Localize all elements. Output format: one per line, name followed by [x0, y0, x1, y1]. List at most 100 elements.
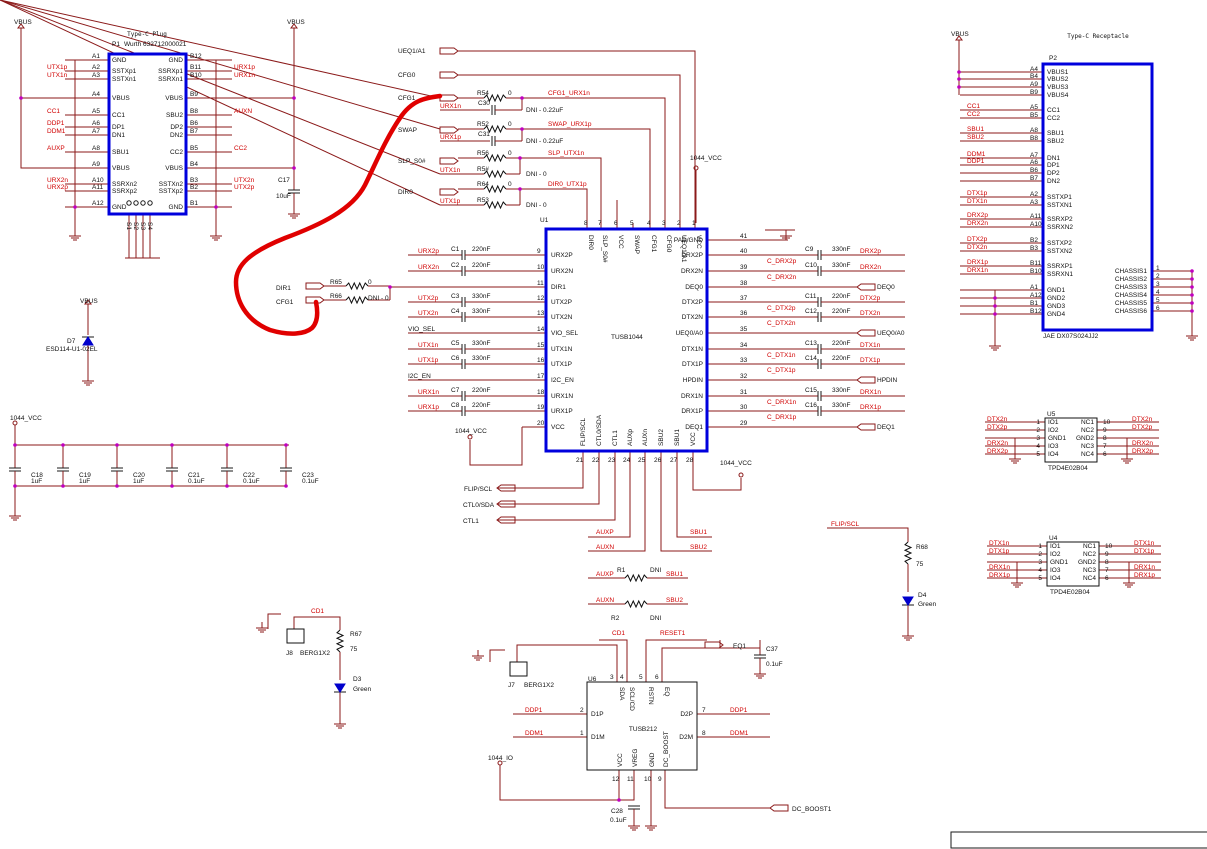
wire [74, 59, 109, 230]
junction-dot [1190, 309, 1194, 313]
receptacle-pin-number: A11 [1030, 213, 1041, 220]
u1-cnet-label: C_DTX1n [767, 352, 796, 359]
tusb1044-body [544, 227, 709, 453]
wire [676, 475, 712, 538]
strap-res-val: 0 [508, 150, 512, 157]
u5-pin-name: IO3 [1048, 443, 1059, 450]
junction-dot [520, 127, 524, 131]
junction-dot [61, 443, 65, 447]
u1-pin-name: CFG0 [665, 235, 672, 253]
u4-net-label: DRX1p [989, 572, 1010, 579]
flip-led-net: FLIP/SCL [831, 521, 860, 528]
strap-res-val: 0 [508, 181, 512, 188]
u4-pin-number: 5 [1038, 575, 1042, 582]
u1-pin-name: DTX1P [682, 361, 703, 368]
led-d3-ref: D3 [353, 676, 362, 683]
junction-dot [518, 187, 522, 191]
u5-pin-number: 9 [1103, 427, 1107, 434]
strap-cap-ref: C31 [478, 131, 490, 138]
plug-pin-name: SSTXp2 [159, 188, 184, 195]
receptacle-net-label: DTX1p [967, 190, 988, 197]
u1-net-label: DRX1n [860, 389, 881, 396]
plug-net-label: URX1n [234, 72, 255, 79]
dir-res-ref: R66 [330, 293, 342, 300]
u1-net-label: VIO_SEL [408, 326, 435, 333]
plug-pin-number: A5 [92, 108, 100, 115]
u1-aux-net: SBU1 [690, 529, 707, 536]
u4-pin-number: 6 [1105, 575, 1109, 582]
decoupling-cap-val: 0.1uF [302, 478, 319, 485]
strap-port-label: SLP_S0# [398, 158, 426, 165]
receptacle-pin-number: A5 [1030, 104, 1038, 111]
tusb1044-part: TUSB1044 [611, 334, 643, 341]
wire [664, 787, 770, 809]
u4-pin-number: 3 [1038, 559, 1042, 566]
u4-ref: U4 [1049, 535, 1058, 542]
j8-part: BERG1X2 [300, 650, 330, 657]
u1-pin-name: SBU1 [674, 429, 681, 446]
u1-pin-name: AUXp [627, 429, 634, 446]
u6-pin-name: SCL/CD [628, 687, 635, 711]
wire [497, 475, 600, 505]
receptacle-pin-number: B1 [1030, 300, 1038, 307]
u4-pin-name: IO1 [1050, 543, 1061, 550]
net-port [496, 500, 516, 508]
u1-port-label: DEQ0 [877, 284, 895, 291]
u1-net-label: URX1n [418, 389, 439, 396]
u1-pin-number: 1 [692, 220, 696, 227]
u4-pin-name: IO2 [1050, 551, 1061, 558]
wire [540, 157, 602, 223]
u1-pin-number: 35 [740, 326, 748, 333]
junction-dot [115, 484, 119, 488]
plug-pin-number: A12 [92, 200, 104, 207]
resistor [335, 629, 345, 653]
flip-led-res-ref: R68 [916, 544, 928, 551]
u4-pin-name: IO3 [1050, 567, 1061, 574]
net-port [439, 188, 459, 196]
wire [540, 97, 666, 223]
chassis-pin-number: 4 [1156, 289, 1160, 296]
plug-pin-number: A4 [92, 91, 100, 98]
plug-pin-name: CC1 [112, 112, 125, 119]
receptacle-net-label: DDM1 [967, 151, 986, 158]
decoupling-cap-ref: C21 [188, 472, 200, 479]
u1-aux-net: SBU2 [690, 544, 707, 551]
u1-pin-name: DIR0 [587, 235, 594, 250]
resistor [483, 124, 507, 134]
u1-pin-number: 11 [537, 280, 544, 287]
u4-net-label: DRX1n [1134, 564, 1155, 571]
resistor [624, 573, 648, 583]
plug-pin-number: A9 [92, 161, 100, 168]
u6-pin-number: 5 [639, 674, 643, 681]
u6-pin-number: 12 [612, 776, 620, 783]
u1-pin-name: VCC [551, 424, 565, 431]
u5-pin-number: 1 [1036, 419, 1040, 426]
plug-pin-number: A7 [92, 128, 100, 135]
aux-res-val: DNI [650, 615, 661, 622]
dir-port-label: CFG1 [276, 299, 294, 306]
plug-pin-name: DP1 [112, 124, 125, 131]
junction-dot [993, 296, 997, 300]
u6-pin-name: DC_BOOST [663, 731, 670, 767]
receptacle-pin-name: SSTXP1 [1047, 194, 1072, 201]
u1-cap-val: 220nF [472, 246, 490, 253]
u1-net-label: DRX2p [860, 248, 881, 255]
plug-pin-name: SSRXn2 [112, 181, 137, 188]
u6-pin-number: 1 [580, 730, 584, 737]
net-port [305, 296, 325, 304]
decoupling-cap-val: 0.1uF [188, 478, 205, 485]
plug-pin-name: GND [169, 204, 184, 211]
esd-vbus-label: VBUS [80, 298, 98, 305]
u4-pin-number: 4 [1038, 567, 1042, 574]
u6-pin-name: RSTN [647, 687, 654, 705]
plug-net-label: CC1 [47, 108, 60, 115]
plug-pin-name: SSTXn1 [112, 76, 137, 83]
j8-res-val: 75 [350, 646, 358, 653]
wire [458, 50, 696, 223]
j8-connector [286, 628, 305, 644]
u1-net-label: UTX2n [418, 310, 439, 317]
u4-pin-name: NC3 [1083, 567, 1096, 574]
receptacle-pin-number: B8 [1030, 135, 1038, 142]
